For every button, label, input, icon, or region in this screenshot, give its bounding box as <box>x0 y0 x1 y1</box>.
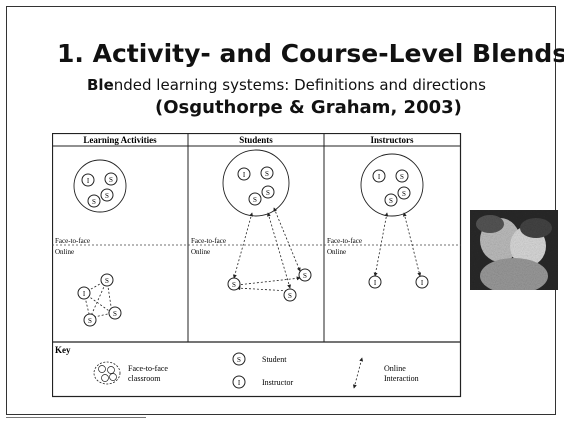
svg-text:I: I <box>83 290 86 298</box>
svg-text:I: I <box>87 177 90 185</box>
online-links-col3 <box>373 212 422 277</box>
svg-text:S: S <box>288 292 292 300</box>
classroom-col2: I S S S <box>222 149 290 217</box>
classroom-col1: I S S S <box>73 159 127 213</box>
svg-text:S: S <box>402 190 406 198</box>
svg-text:S: S <box>105 192 109 200</box>
online-label-col2: Online <box>191 248 210 256</box>
face-to-face-label-col1: Face-to-face <box>55 237 90 245</box>
svg-text:S: S <box>92 198 96 206</box>
online-nodes-col3: I I <box>368 275 429 289</box>
key-instructor-symbol <box>232 375 246 389</box>
svg-text:S: S <box>253 196 257 204</box>
svg-text:I: I <box>374 279 377 287</box>
column-header-instructors: Instructors <box>371 135 414 145</box>
presenter-photo <box>470 210 558 290</box>
key-classroom-line1: Face-to-face <box>128 364 168 373</box>
svg-text:S: S <box>265 170 269 178</box>
key-interaction-line1: Online <box>384 364 406 373</box>
subtitle-bold-part: Ble <box>87 76 114 94</box>
key-student-symbol <box>232 352 246 366</box>
key-interaction-line2: Interaction <box>384 374 419 383</box>
footer-rule <box>6 417 146 418</box>
svg-text:S: S <box>105 277 109 285</box>
classroom-col3: I S S S <box>360 153 424 217</box>
online-links-col2 <box>232 207 301 293</box>
svg-text:I: I <box>421 279 424 287</box>
citation: (Osguthorpe & Graham, 2003) <box>155 97 462 118</box>
svg-text:I: I <box>243 171 246 179</box>
face-to-face-label-col2: Face-to-face <box>191 237 226 245</box>
svg-text:S: S <box>303 272 307 280</box>
svg-text:S: S <box>109 176 113 184</box>
key-interaction-arrow <box>352 357 364 389</box>
key-instructor-letter: I <box>238 379 241 387</box>
key-classroom-symbol <box>93 361 121 385</box>
key-title: Key <box>55 345 71 355</box>
svg-text:S: S <box>88 317 92 325</box>
blends-diagram: Learning Activities Students Instructors… <box>52 133 462 398</box>
svg-text:I: I <box>378 173 381 181</box>
slide-subtitle: Blended learning systems: Definitions an… <box>87 76 486 94</box>
svg-text:S: S <box>232 281 236 289</box>
key-classroom-line2: classroom <box>128 374 161 383</box>
column-header-learning-activities: Learning Activities <box>83 135 157 145</box>
svg-text:S: S <box>389 197 393 205</box>
svg-text:S: S <box>113 310 117 318</box>
face-to-face-label-col3: Face-to-face <box>327 237 362 245</box>
slide-title: 1. Activity- and Course-Level Blends <box>57 39 564 68</box>
svg-text:S: S <box>266 189 270 197</box>
key-instructor-label: Instructor <box>262 378 293 387</box>
online-nodes-col1: I S S S <box>77 273 122 327</box>
column-header-students: Students <box>239 135 273 145</box>
online-label-col3: Online <box>327 248 346 256</box>
subtitle-rest: nded learning systems: Definitions and d… <box>113 76 486 94</box>
key-student-label: Student <box>262 355 287 364</box>
online-nodes-col2: S S S <box>227 268 312 302</box>
svg-text:S: S <box>400 173 404 181</box>
online-label-col1: Online <box>55 248 74 256</box>
key-student-letter: S <box>237 356 241 364</box>
